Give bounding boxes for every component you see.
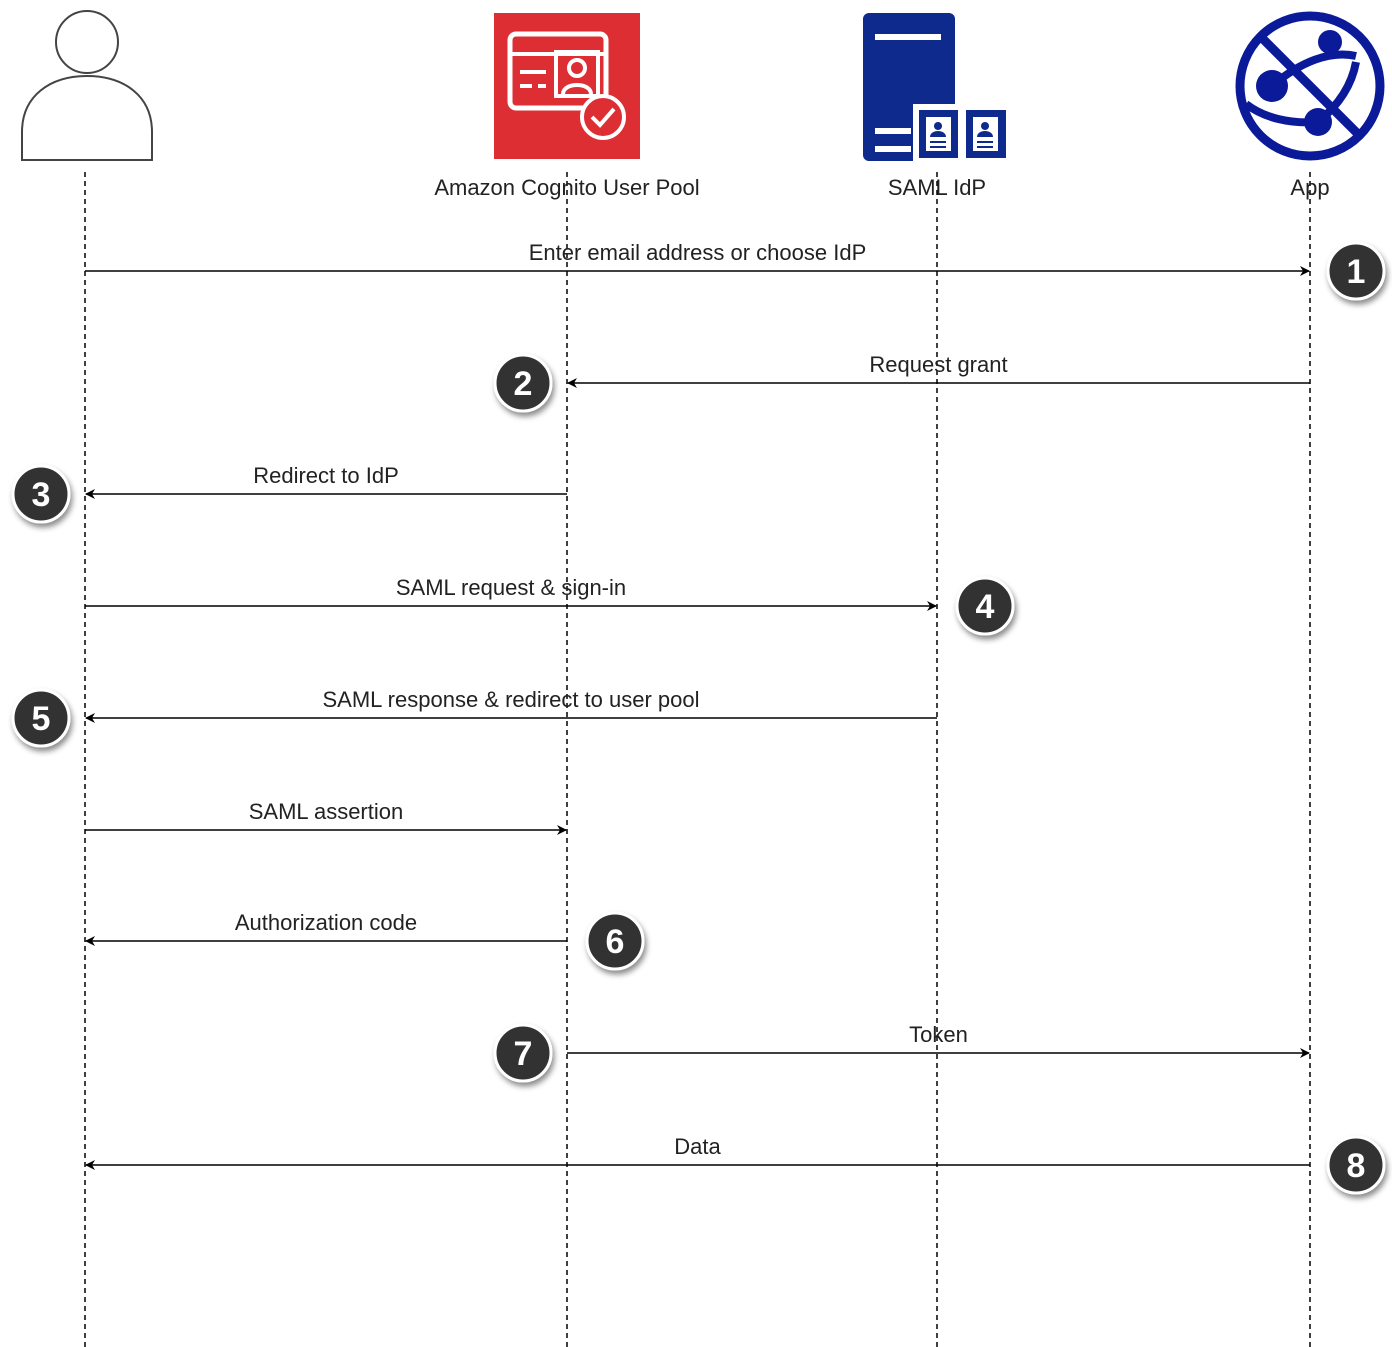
message-label: Data <box>674 1134 721 1159</box>
message-label: SAML assertion <box>249 799 403 824</box>
step-number: 5 <box>32 700 51 738</box>
app-globe-icon <box>1235 11 1385 161</box>
message-9: Data 8 <box>85 1134 1386 1195</box>
step-number: 3 <box>32 476 51 514</box>
step-number: 8 <box>1347 1147 1366 1185</box>
step-badge-circle <box>1326 241 1386 301</box>
message-1: Enter email address or choose IdP 1 <box>85 240 1386 301</box>
message-8: Token 7 <box>493 1022 1310 1083</box>
step-badge-circle <box>1326 1135 1386 1195</box>
participant-labels: Amazon Cognito User Pool SAML IdP App <box>434 175 1329 200</box>
step-number: 2 <box>514 365 533 403</box>
message-3: Redirect to IdP 3 <box>11 463 567 524</box>
message-label: Token <box>909 1022 968 1047</box>
step-badge-2: 2 <box>493 353 553 413</box>
message-6: SAML assertion <box>85 799 567 835</box>
message-4: SAML request & sign-in 4 <box>85 575 1015 636</box>
saml-idp-directory-icon <box>863 13 1012 164</box>
participant-label-idp: SAML IdP <box>888 175 986 200</box>
step-number: 1 <box>1347 253 1366 291</box>
step-badge-circle <box>493 353 553 413</box>
participant-icons <box>21 10 1385 164</box>
message-5: SAML response & redirect to user pool 5 <box>11 687 937 748</box>
message-label: Authorization code <box>235 910 417 935</box>
cognito-user-pool-icon <box>494 13 640 159</box>
message-2: Request grant 2 <box>493 352 1310 413</box>
step-badge-8: 8 <box>1326 1135 1386 1195</box>
step-badge-3: 3 <box>11 464 71 524</box>
step-badge-circle <box>955 576 1015 636</box>
step-badge-circle <box>11 688 71 748</box>
message-label: Request grant <box>869 352 1007 377</box>
lifelines <box>84 172 1311 1347</box>
step-badge-circle <box>11 464 71 524</box>
step-badge-circle <box>585 911 645 971</box>
message-label: Redirect to IdP <box>253 463 399 488</box>
step-number: 4 <box>976 588 995 626</box>
participant-label-cognito: Amazon Cognito User Pool <box>434 175 699 200</box>
step-badge-1: 1 <box>1326 241 1386 301</box>
step-number: 6 <box>606 923 625 961</box>
step-badge-7: 7 <box>493 1023 553 1083</box>
user-icon <box>21 10 153 161</box>
step-badge-4: 4 <box>955 576 1015 636</box>
participant-label-app: App <box>1290 175 1329 200</box>
message-label: Enter email address or choose IdP <box>529 240 867 265</box>
step-badge-5: 5 <box>11 688 71 748</box>
step-badge-circle <box>493 1023 553 1083</box>
message-label: SAML request & sign-in <box>396 575 626 600</box>
message-7: Authorization code 6 <box>85 910 645 971</box>
message-label: SAML response & redirect to user pool <box>322 687 699 712</box>
step-badge-6: 6 <box>585 911 645 971</box>
step-number: 7 <box>514 1035 533 1073</box>
messages: Enter email address or choose IdP 1Reques… <box>11 240 1386 1195</box>
